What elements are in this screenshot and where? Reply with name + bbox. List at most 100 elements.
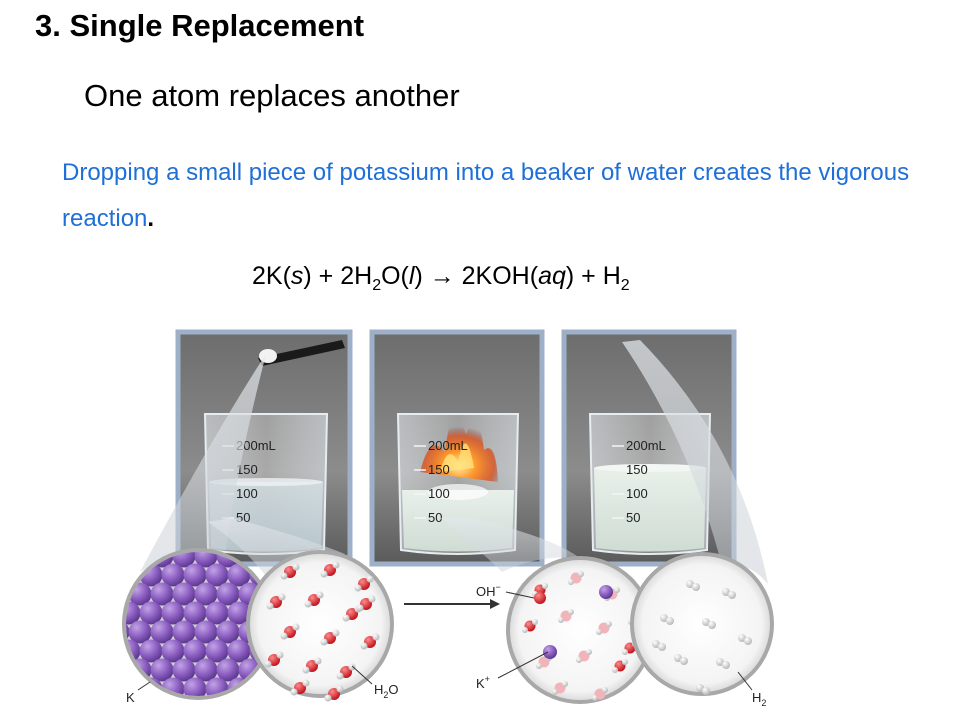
- reaction-description: Dropping a small piece of potassium into…: [62, 150, 922, 242]
- potassium-atom: [194, 620, 218, 644]
- eq-part: ) + H: [565, 262, 621, 290]
- hydrogen-atom: [314, 657, 322, 665]
- hydrogen-atom: [606, 621, 612, 627]
- eq-state-solid: s: [290, 262, 304, 290]
- hydrogen-atom: [738, 634, 746, 642]
- hydrogen-atom: [744, 637, 752, 645]
- potassium-atom: [183, 677, 207, 696]
- hydrogen-atom: [728, 591, 736, 599]
- beaker-mark: 50: [626, 510, 640, 525]
- potassium-atom: [227, 639, 251, 663]
- potassium-atom: [172, 552, 196, 568]
- potassium-atom: [161, 563, 185, 587]
- hydrogen-atom: [302, 679, 310, 687]
- reaction-arrow: [404, 599, 500, 609]
- hydrogen-atom: [290, 688, 298, 696]
- photo-panel-during: 200mL 150 100 50: [369, 329, 545, 567]
- potassium-atom: [183, 601, 207, 625]
- potassium-ion: [599, 585, 613, 599]
- eq-state-liquid: l: [408, 262, 415, 290]
- hydrogen-atom: [354, 584, 362, 592]
- hydrogen-atom: [686, 580, 694, 588]
- hydrogen-gas-circle: [630, 552, 774, 696]
- magnifier-cone: [622, 340, 768, 584]
- label-potassium-ion: K+: [476, 674, 490, 691]
- potassium-atom: [216, 620, 240, 644]
- beaker-mark: 150: [626, 462, 648, 477]
- hydrogen-atom: [596, 629, 602, 635]
- potassium-ion: [543, 645, 557, 659]
- hydrogen-atom: [278, 593, 286, 601]
- hydrogen-atom: [568, 579, 574, 585]
- reaction-illustration: 200mL 150 100 50 200mL 150 100 50 200mL …: [0, 322, 960, 720]
- potassium-atom: [249, 677, 270, 696]
- potassium-atom: [183, 639, 207, 663]
- hydrogen-atom: [722, 588, 730, 596]
- beaker-mark: 150: [428, 462, 450, 477]
- potassium-atom: [126, 601, 141, 625]
- hydrogen-atom: [336, 685, 344, 693]
- magnifier-cone: [140, 354, 266, 572]
- potassium-atom: [172, 620, 196, 644]
- potassium-atom: [139, 639, 163, 663]
- hydrogen-atom: [302, 666, 310, 674]
- eq-subscript: 2: [372, 277, 382, 294]
- eq-state-aqueous: aq: [538, 262, 566, 290]
- hydrogen-atom: [716, 658, 724, 666]
- potassium-atom: [150, 658, 174, 682]
- beaker-mark: 200mL: [236, 438, 276, 453]
- hydrogen-atom: [542, 583, 548, 589]
- arrow-right-icon: [490, 599, 500, 609]
- hydrogen-atom: [602, 687, 608, 693]
- potassium-atom: [126, 552, 130, 568]
- hydrogen-atom: [292, 623, 300, 631]
- reaction-figure-svg: 200mL 150 100 50 200mL 150 100 50 200mL …: [122, 329, 774, 708]
- description-period: .: [147, 205, 155, 232]
- hydrogen-atom: [568, 609, 574, 615]
- potassium-atom: [128, 620, 152, 644]
- potassium-atom: [150, 582, 174, 606]
- hydrogen-atom: [680, 657, 688, 665]
- hydrogen-atom: [702, 618, 710, 626]
- hydrogen-atom: [332, 561, 340, 569]
- potassium-atom: [216, 658, 240, 682]
- potassium-atom: [161, 639, 185, 663]
- beaker-mark: 100: [428, 486, 450, 501]
- potassium-atom: [205, 639, 229, 663]
- hydrogen-atom: [576, 657, 582, 663]
- hydroxide-ion: [534, 592, 546, 604]
- eq-subscript: 2: [620, 277, 630, 294]
- beaker-mark: 200mL: [626, 438, 666, 453]
- potassium-atom: [216, 582, 240, 606]
- potassium-atom: [227, 601, 251, 625]
- eq-part: ) → 2KOH(: [414, 262, 539, 290]
- hydrogen-atom: [708, 621, 716, 629]
- hydrogen-atom: [612, 667, 618, 673]
- hydrogen-atom: [614, 587, 620, 593]
- magnifier-cone: [208, 518, 345, 582]
- hydrogen-atom: [552, 689, 558, 695]
- beaker-mark: 150: [236, 462, 258, 477]
- hydrogen-atom: [320, 638, 328, 646]
- slide-heading: 3. Single Replacement: [35, 8, 365, 43]
- hydrogen-atom: [692, 583, 700, 591]
- hydrogen-atom: [332, 629, 340, 637]
- hydrogen-atom: [264, 660, 272, 668]
- photo-panel-after: 200mL 150 100 50: [561, 329, 737, 567]
- potassium-atom: [205, 601, 229, 625]
- hydrogen-atom: [356, 604, 364, 612]
- hydrogen-atom: [578, 571, 584, 577]
- hydrogen-atom: [622, 649, 628, 655]
- hydrogen-atom: [366, 575, 374, 583]
- potassium-atom: [194, 658, 218, 682]
- potassium-atom: [172, 582, 196, 606]
- hydrogen-atom: [622, 659, 628, 665]
- hydrogen-atom: [666, 617, 674, 625]
- hydrogen-atom: [276, 651, 284, 659]
- water-molecules-circle: [246, 550, 394, 702]
- potassium-atom: [172, 658, 196, 682]
- hydrogen-atom: [266, 602, 274, 610]
- chemical-equation: 2K(s) + 2H2O(l) → 2KOH(aq) + H2: [252, 262, 630, 295]
- hydrogen-atom: [348, 663, 356, 671]
- label-water: H2O: [374, 682, 399, 700]
